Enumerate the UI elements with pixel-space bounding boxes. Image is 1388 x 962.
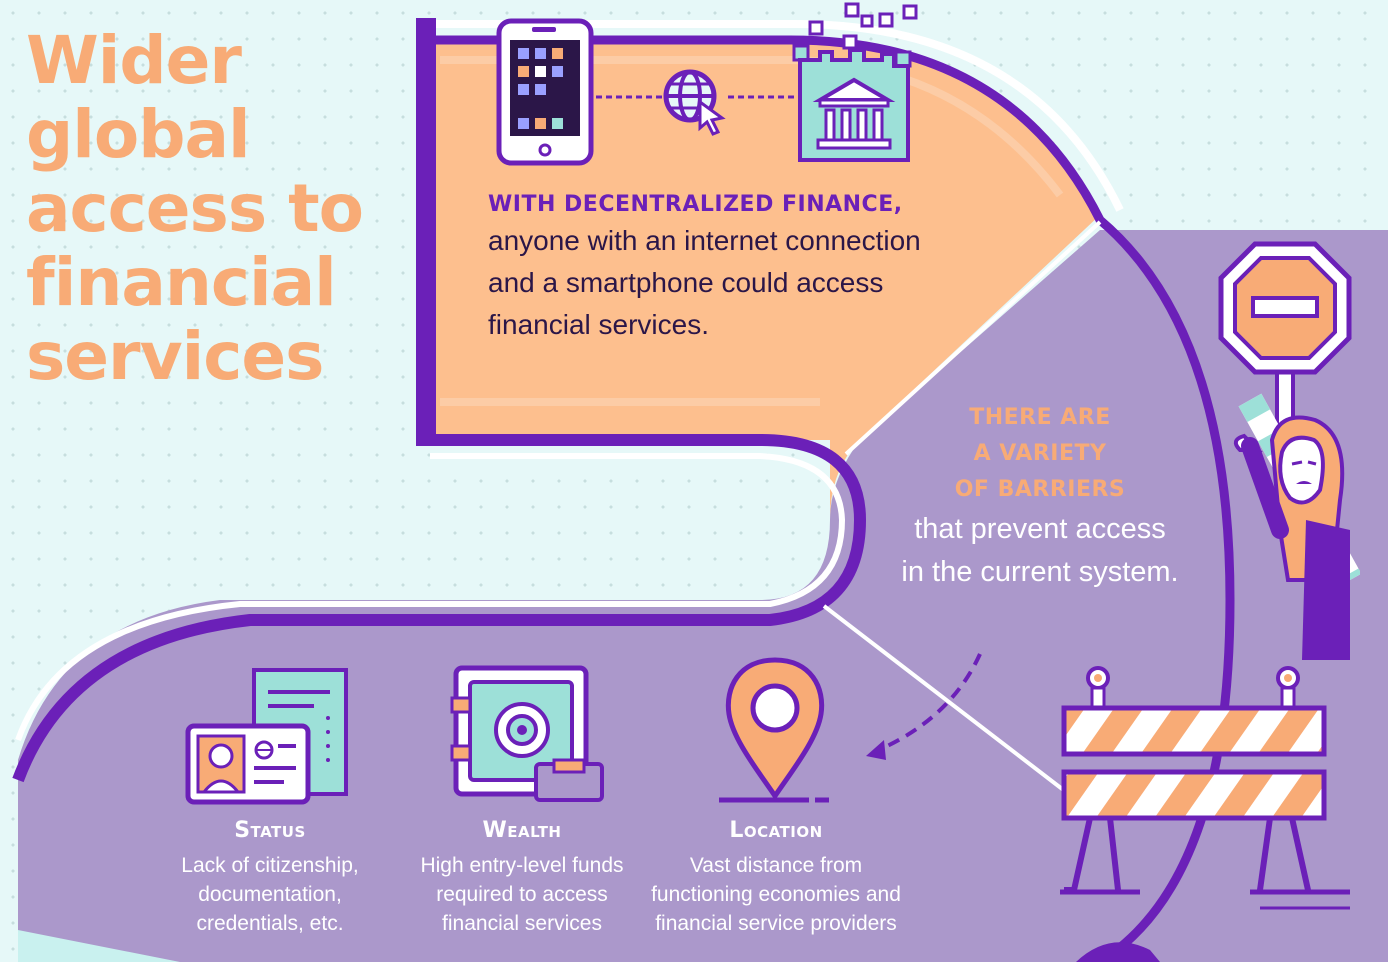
category-description-line: functioning economies and <box>651 883 901 906</box>
title-line: services <box>26 318 324 395</box>
category-title: Location <box>729 818 823 843</box>
category-description-line: Vast distance from <box>689 854 863 877</box>
category-description-line: documentation, <box>198 883 342 906</box>
globe-cursor-icon <box>663 69 726 136</box>
category-description-line: required to access <box>436 883 608 906</box>
category-description: High entry-level funds required to acces… <box>387 851 657 938</box>
category-description: Vast distance from functioning economies… <box>641 851 911 938</box>
title-line: Wider <box>26 22 242 99</box>
barriers-heading-line: A VARIETY <box>973 441 1107 466</box>
title-line: global <box>26 96 251 173</box>
smartphone-icon <box>496 18 594 166</box>
defi-body-line: financial services. <box>488 309 709 340</box>
barriers-body-line: in the current system. <box>901 556 1179 588</box>
barriers-heading-line: OF BARRIERS <box>954 477 1126 502</box>
category-title: Status <box>234 818 306 843</box>
bank-building-icon <box>792 2 918 162</box>
category-description-line: credentials, etc. <box>196 912 344 935</box>
category-description: Lack of citizenship, documentation, cred… <box>135 851 405 938</box>
id-card-icon <box>185 668 348 805</box>
connector-lines <box>596 95 806 99</box>
barriers-heading-line: THERE ARE <box>969 405 1111 430</box>
defi-body-line: and a smartphone could access <box>488 267 884 298</box>
category-description-line: High entry-level funds <box>420 854 624 877</box>
barriers-text-block: THERE ARE A VARIETY OF BARRIERS that pre… <box>880 400 1200 594</box>
category-description-line: financial services <box>442 912 602 935</box>
title-line: financial <box>26 244 337 321</box>
title-line: access to <box>26 170 364 247</box>
stop-sign-icon <box>1218 241 1352 490</box>
category-description-line: Lack of citizenship, <box>181 854 359 877</box>
worried-person-illustration <box>1233 393 1360 660</box>
category-description-line: financial service providers <box>655 912 897 935</box>
category-title: Wealth <box>482 818 562 843</box>
defi-text-block: WITH DECENTRALIZED FINANCE, anyone with … <box>488 190 1008 346</box>
defi-heading: WITH DECENTRALIZED FINANCE, <box>488 192 903 217</box>
road-barricade-icon <box>1060 666 1350 910</box>
lower-road <box>18 230 1388 962</box>
safe-icon <box>450 665 604 802</box>
defi-body-line: anyone with an internet connection <box>488 225 921 256</box>
location-pin-icon <box>719 657 829 803</box>
barriers-body-line: that prevent access <box>914 513 1166 545</box>
